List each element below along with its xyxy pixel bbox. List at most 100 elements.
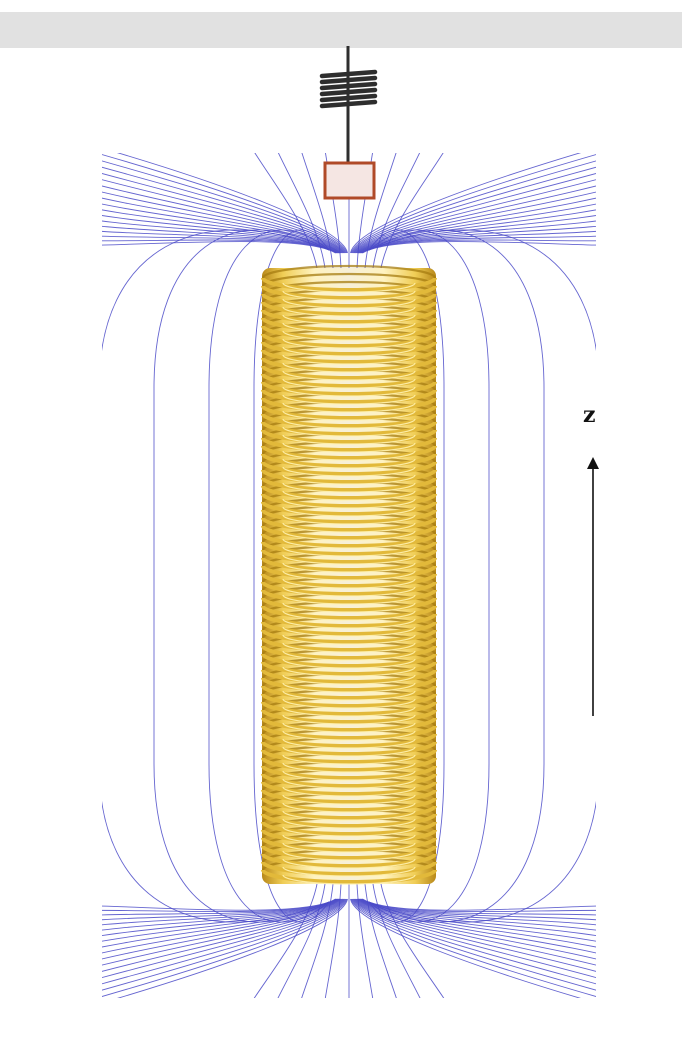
coil-turn-front (261, 733, 437, 748)
coil-turn-highlight (282, 682, 416, 693)
coil-turn-highlight (282, 458, 416, 469)
coil-turn-highlight (282, 298, 416, 309)
coil-turn-highlight (282, 434, 416, 445)
field-line (380, 153, 444, 269)
spring-coil (319, 75, 378, 85)
coil-turn-highlight (282, 818, 416, 829)
coil-turn-front (261, 365, 437, 380)
spring-coil (319, 93, 378, 103)
coil-turn-highlight (282, 338, 416, 349)
field-line (356, 883, 374, 998)
coil-turn-highlight (282, 770, 416, 781)
coil-turn-front (261, 573, 437, 588)
coil-turn-highlight (282, 626, 416, 637)
coil-turn-highlight (282, 834, 416, 845)
coil-turn-front (261, 669, 437, 684)
field-line (356, 898, 596, 948)
coil-turn-highlight (282, 642, 416, 653)
coil-turn-front (261, 533, 437, 548)
field-line (354, 898, 596, 966)
coil-turn-front (261, 357, 437, 372)
field-line (116, 153, 348, 254)
coil-turn-highlight (282, 802, 416, 813)
coil-turn-front (261, 821, 437, 836)
coil-turn-front (261, 277, 437, 292)
coil-turn-front (261, 525, 437, 540)
coil-turn-front (261, 645, 437, 660)
field-line (102, 898, 341, 937)
coil-turn-front (261, 517, 437, 532)
field-line (102, 898, 339, 926)
coil-turn-front (261, 789, 437, 804)
coil-turn-highlight (282, 810, 416, 821)
coil-turn-front (261, 861, 437, 876)
coil-turn-front (261, 493, 437, 508)
coil-turn-front (261, 397, 437, 412)
field-line (352, 173, 596, 254)
coil-turn-front (261, 381, 437, 396)
field-line (355, 898, 596, 954)
coil-turn-front (261, 701, 437, 716)
field-line (360, 898, 596, 921)
field-line (277, 883, 326, 998)
coil-turn-highlight (282, 730, 416, 741)
coil-turn-front (261, 309, 437, 324)
coil-turn-highlight (282, 530, 416, 541)
field-line (102, 203, 342, 254)
coil-turn-front (261, 741, 437, 756)
coil-turn-highlight (282, 538, 416, 549)
coil-turn-highlight (282, 282, 416, 293)
coil-turn-highlight (282, 706, 416, 717)
coil-turn-highlight (282, 570, 416, 581)
coil-turn-front (261, 773, 437, 788)
field-line (324, 883, 342, 998)
coil-turn-front (261, 541, 437, 556)
coil-turn-highlight (282, 506, 416, 517)
bar-magnet (323, 161, 376, 200)
field-line (102, 241, 336, 254)
field-line (102, 898, 341, 942)
coil-turn-highlight (282, 522, 416, 533)
coil-turn-front (261, 341, 437, 356)
coil-turn-highlight (282, 762, 416, 773)
coil-turn-front (261, 581, 437, 596)
field-line (102, 898, 343, 954)
field-line (102, 898, 338, 921)
coil-turn-front (261, 621, 437, 636)
coil-turn-front (261, 765, 437, 780)
top-bar (0, 12, 682, 48)
coil-turn-highlight (282, 666, 416, 677)
coil-turn-highlight (282, 418, 416, 429)
coil-turn-front (261, 293, 437, 308)
coil-turn-highlight (282, 650, 416, 661)
coil-turn-front (261, 509, 437, 524)
coil-turn-front (261, 413, 437, 428)
field-line (102, 898, 347, 991)
coil-turn-highlight (282, 450, 416, 461)
field-line (351, 160, 596, 254)
coil-turn-front (261, 661, 437, 676)
coil-turn-front (261, 445, 437, 460)
z-axis-label: z (583, 402, 596, 428)
coil-turn-front (261, 421, 437, 436)
field-line (358, 898, 596, 931)
coil-turn-highlight (282, 370, 416, 381)
coil-turn-highlight (282, 394, 416, 405)
field-line (102, 898, 345, 972)
coil-turn-highlight (282, 842, 416, 853)
field-line (102, 160, 347, 254)
coil-turn-front (261, 405, 437, 420)
coil-turn-front (261, 613, 437, 628)
coil-turn-highlight (282, 690, 416, 701)
coil-turn-highlight (282, 402, 416, 413)
field-line (351, 898, 596, 991)
coil-turn-highlight (282, 602, 416, 613)
coil-turn-highlight (282, 754, 416, 765)
coil-turn-front (261, 477, 437, 492)
coil-turn-front (261, 317, 437, 332)
coil-turn-front (261, 597, 437, 612)
spring-coil (319, 99, 378, 109)
coil-turn-front (261, 437, 437, 452)
field-line (102, 197, 343, 254)
spring-coils (319, 69, 378, 109)
